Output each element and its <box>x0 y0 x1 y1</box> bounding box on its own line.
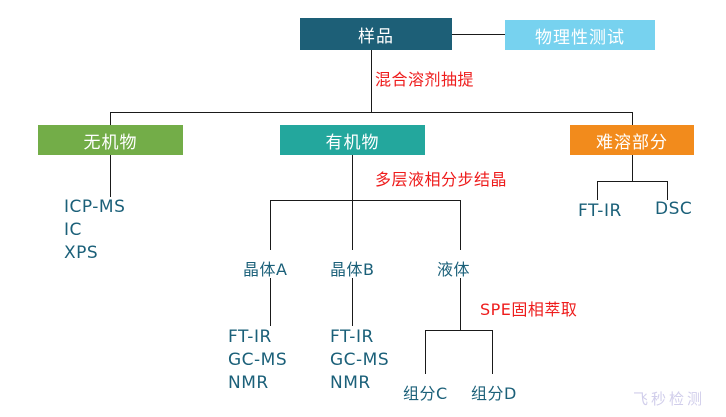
connector-insoluble-down <box>632 155 633 181</box>
node-crystal-b[interactable]: 晶体B <box>330 260 375 279</box>
leaf-crystal-b-0: FT-IR <box>330 327 374 347</box>
connector-down-insoluble <box>632 112 633 125</box>
leaf-crystal-b-2: NMR <box>330 373 371 393</box>
connector-sample-down <box>371 50 372 112</box>
connector-spe-bar <box>425 330 492 331</box>
connector-organic-down <box>352 155 353 200</box>
connector-inorganic-down <box>110 155 111 197</box>
leaf-inorganic-1: IC <box>64 220 82 240</box>
node-sample-label: 样品 <box>358 26 394 47</box>
connector-branch-bar-level2 <box>110 112 633 113</box>
leaf-inorganic-2: XPS <box>64 243 99 263</box>
connector-sample-to-physical <box>452 34 505 35</box>
leaf-crystal-a-1: GC-MS <box>228 350 288 370</box>
node-physical-test[interactable]: 物理性测试 <box>505 20 655 50</box>
connector-down-crystal-a <box>270 200 271 250</box>
node-inorganic[interactable]: 无机物 <box>38 125 183 155</box>
connector-insoluble-bar <box>597 181 667 182</box>
node-insoluble-label: 难溶部分 <box>596 132 668 153</box>
node-organic[interactable]: 有机物 <box>280 125 425 155</box>
connector-insoluble-ftir <box>597 181 598 200</box>
leaf-list-inorganic: ICP-MS IC XPS <box>64 196 125 265</box>
connector-crystal-b-down <box>352 278 353 326</box>
process-label-crystallization: 多层液相分步结晶 <box>375 170 508 189</box>
leaf-insoluble-dsc-wrap: DSC <box>655 198 692 221</box>
connector-down-liquid <box>460 200 461 250</box>
node-physical-test-label: 物理性测试 <box>535 27 625 48</box>
connector-down-inorganic <box>110 112 111 125</box>
leaf-insoluble-1: DSC <box>655 199 693 219</box>
leaf-insoluble-0: FT-IR <box>578 201 622 221</box>
leaf-crystal-a-2: NMR <box>228 373 269 393</box>
node-liquid[interactable]: 液体 <box>437 260 471 279</box>
leaf-crystal-a-0: FT-IR <box>228 327 272 347</box>
process-label-extraction: 混合溶剂抽提 <box>375 70 475 89</box>
node-fraction-c[interactable]: 组分C <box>403 384 448 403</box>
node-inorganic-label: 无机物 <box>83 132 138 153</box>
leaf-list-crystal-b: FT-IR GC-MS NMR <box>330 326 389 395</box>
connector-down-crystal-b <box>352 200 353 250</box>
connector-insoluble-dsc <box>667 181 668 200</box>
node-organic-label: 有机物 <box>325 132 380 153</box>
connector-down-fraction-c <box>425 330 426 374</box>
connector-crystal-a-down <box>270 278 271 326</box>
leaf-inorganic-0: ICP-MS <box>64 197 126 217</box>
node-sample[interactable]: 样品 <box>300 18 452 50</box>
leaf-list-crystal-a: FT-IR GC-MS NMR <box>228 326 287 395</box>
leaf-insoluble-ftir-wrap: FT-IR <box>578 200 622 223</box>
connector-crystallization-bar <box>270 200 460 201</box>
node-insoluble[interactable]: 难溶部分 <box>570 125 694 155</box>
watermark: 飞秒检测 <box>633 390 706 408</box>
connector-liquid-down <box>460 278 461 330</box>
node-crystal-a[interactable]: 晶体A <box>243 260 288 279</box>
connector-down-fraction-d <box>492 330 493 374</box>
leaf-crystal-b-1: GC-MS <box>330 350 390 370</box>
process-label-spe: SPE固相萃取 <box>480 300 578 319</box>
node-fraction-d[interactable]: 组分D <box>471 384 517 403</box>
